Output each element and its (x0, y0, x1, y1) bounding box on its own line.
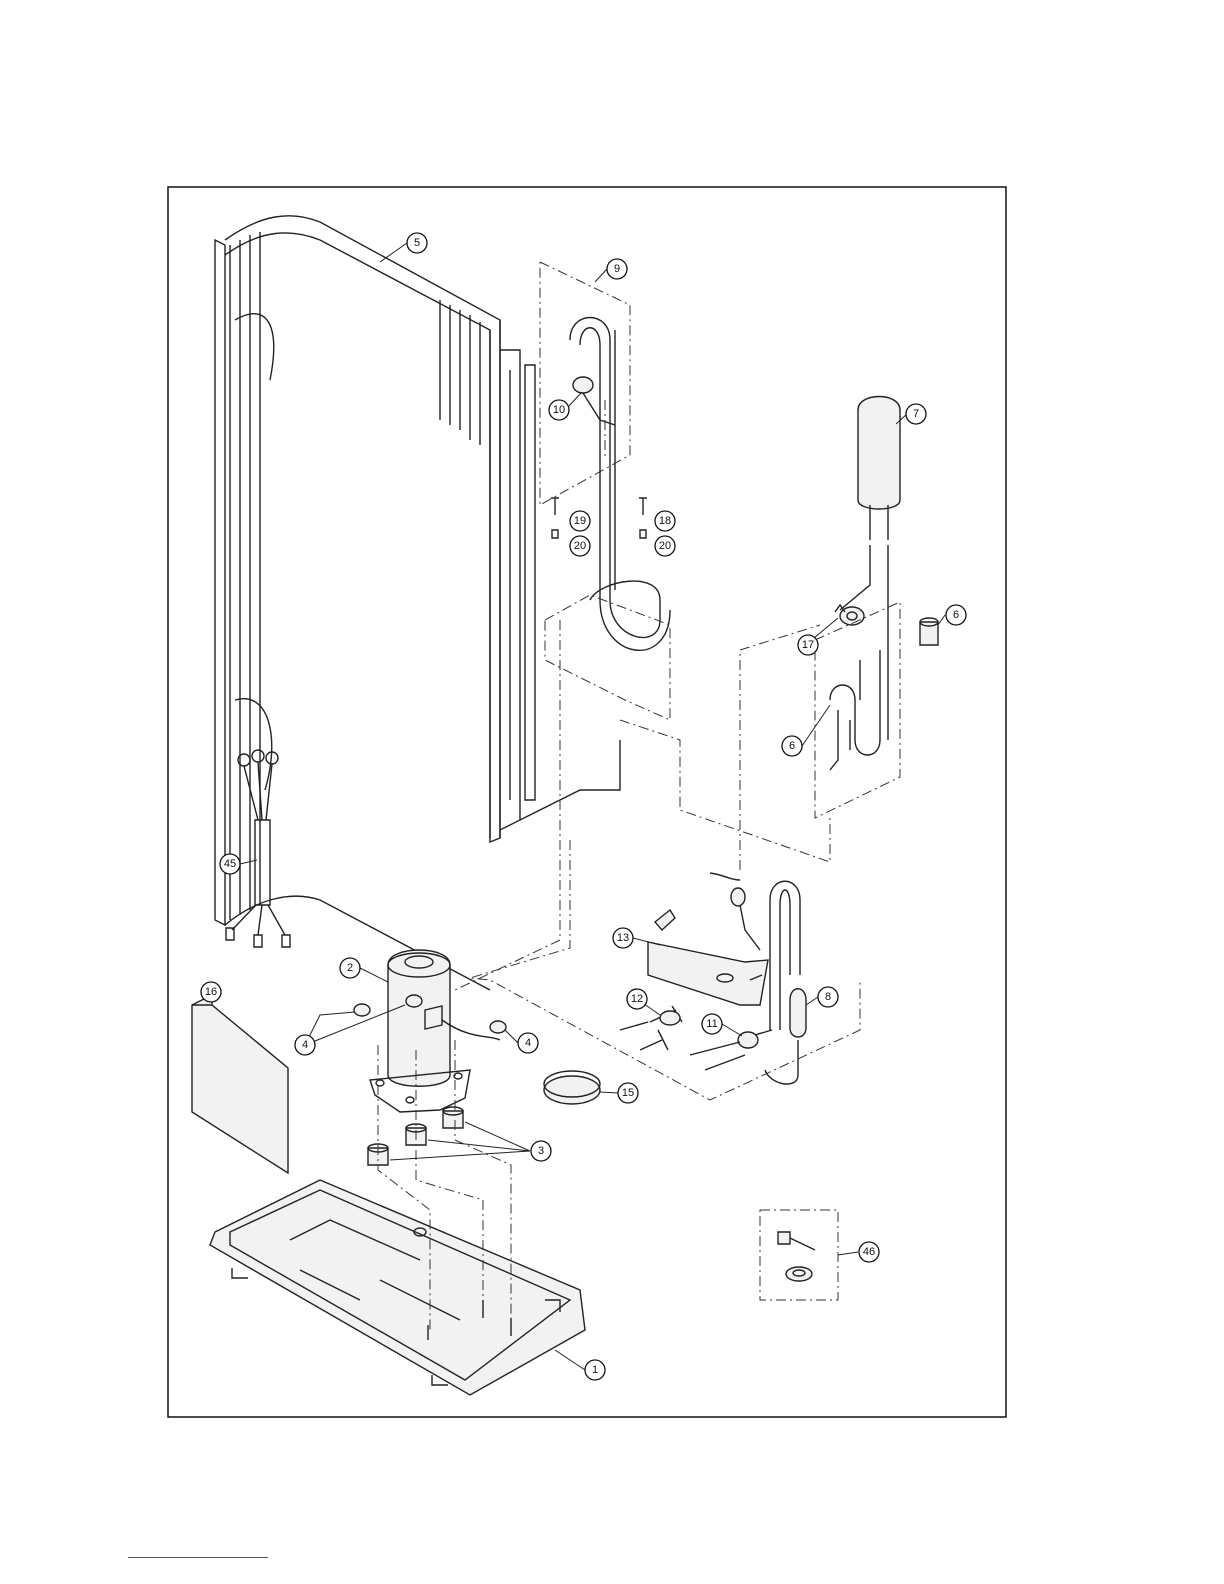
svg-text:6: 6 (789, 740, 795, 752)
callout-3: 3 (531, 1141, 551, 1161)
footer-rule (128, 1557, 268, 1558)
svg-text:4: 4 (302, 1039, 308, 1051)
svg-text:8: 8 (825, 991, 831, 1003)
compressor (370, 950, 500, 1112)
svg-text:5: 5 (414, 237, 420, 249)
svg-text:13: 13 (617, 932, 629, 944)
callout-7: 7 (906, 404, 926, 424)
svg-text:3: 3 (538, 1145, 544, 1157)
svg-text:46: 46 (863, 1246, 875, 1258)
callout-9: 9 (607, 259, 627, 279)
svg-text:6: 6 (953, 609, 959, 621)
callout-20: 20 (570, 536, 590, 556)
pipe-clips (551, 498, 647, 538)
callout-16: 16 (201, 982, 221, 1002)
callout-2: 2 (340, 958, 360, 978)
svg-text:12: 12 (631, 993, 643, 1005)
callout-17: 17 (798, 635, 818, 655)
side-panel (192, 995, 288, 1173)
callout-12: 12 (627, 989, 647, 1009)
accessory-kit (760, 1210, 838, 1300)
accumulator (840, 397, 900, 741)
svg-text:1: 1 (592, 1364, 598, 1376)
reversing-valve-assembly (815, 602, 900, 818)
callout-19: 19 (570, 511, 590, 531)
svg-text:20: 20 (659, 540, 671, 552)
svg-text:11: 11 (706, 1018, 717, 1030)
bushing (920, 618, 938, 645)
strainer-pipe (765, 881, 806, 1084)
pressure-switch (573, 377, 615, 425)
callout-6: 6 (946, 605, 966, 625)
svg-text:17: 17 (802, 639, 814, 651)
callout-45: 45 (220, 854, 240, 874)
callout-5: 5 (407, 233, 427, 253)
base-pan (210, 1180, 585, 1395)
svg-text:20: 20 (574, 540, 586, 552)
callout-6-b: 6 (782, 736, 802, 756)
svg-text:4: 4 (525, 1037, 531, 1049)
callout-4-b: 4 (518, 1033, 538, 1053)
callout-20-b: 20 (655, 536, 675, 556)
callout-18: 18 (655, 511, 675, 531)
service-valves (620, 1006, 772, 1070)
reversing-coil (835, 605, 864, 625)
svg-text:10: 10 (553, 404, 565, 416)
svg-text:45: 45 (224, 858, 236, 870)
callout-4: 4 (295, 1035, 315, 1055)
callout-15: 15 (618, 1083, 638, 1103)
svg-text:2: 2 (347, 962, 353, 974)
svg-text:19: 19 (574, 515, 586, 527)
svg-text:15: 15 (622, 1087, 634, 1099)
svg-text:18: 18 (659, 515, 671, 527)
callout-13: 13 (613, 928, 633, 948)
callout-10: 10 (549, 400, 569, 420)
svg-text:16: 16 (205, 986, 217, 998)
callout-8: 8 (818, 987, 838, 1007)
callout-1: 1 (585, 1360, 605, 1380)
valve-bracket (648, 942, 768, 1005)
sensor-wire (655, 873, 760, 950)
callout-46: 46 (859, 1242, 879, 1262)
condenser-coil (215, 216, 535, 990)
callout-11: 11 (702, 1014, 722, 1034)
pipe-assembly (520, 262, 670, 820)
svg-text:7: 7 (913, 408, 919, 420)
svg-text:9: 9 (614, 263, 620, 275)
damper-pad (544, 1071, 600, 1104)
